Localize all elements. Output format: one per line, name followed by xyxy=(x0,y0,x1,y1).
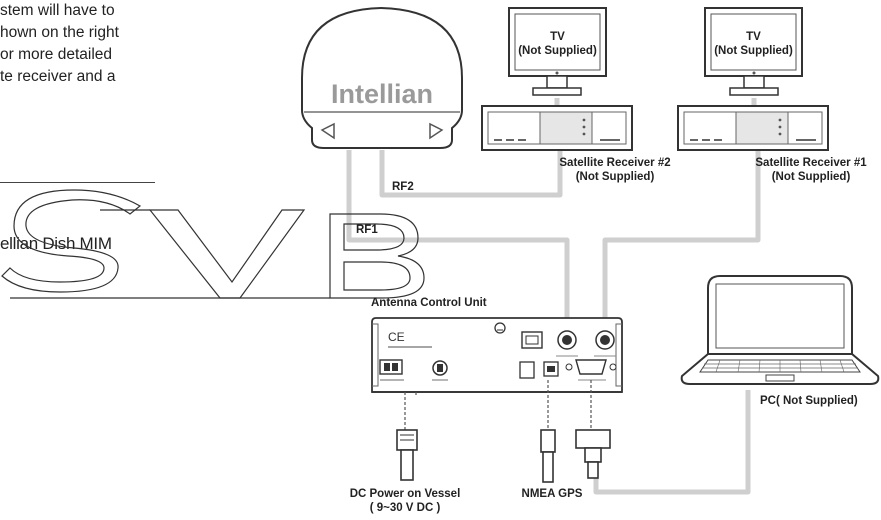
section-divider xyxy=(0,182,155,183)
dc-power-label: DC Power on Vessel ( 9~30 V DC ) xyxy=(330,487,480,515)
pc-label: PC( Not Supplied) xyxy=(760,395,858,407)
intro-line-1: stem will have to xyxy=(0,2,115,19)
nmea-gps-label: NMEA GPS xyxy=(521,488,583,500)
connector-leaders xyxy=(404,380,592,430)
receiver-1-box xyxy=(677,105,829,151)
nmea-plug xyxy=(540,429,556,483)
intro-line-4: te receiver and a xyxy=(0,68,116,85)
tv-2-monitor xyxy=(508,7,607,96)
tv-1-note: (Not Supplied) xyxy=(714,45,793,57)
dc-plug xyxy=(396,429,418,481)
dc-power-range: ( 9~30 V DC ) xyxy=(369,502,441,514)
serial-plug xyxy=(575,429,611,479)
tv-1-label: TV (Not Supplied) xyxy=(705,30,802,58)
antenna-brand-logo: Intellian xyxy=(331,79,433,109)
acu-box: CE xyxy=(371,317,623,393)
rf2-cable xyxy=(379,150,563,198)
receiver-2-label: Satellite Receiver #2 (Not Supplied) xyxy=(548,156,682,184)
intro-line-2: hown on the right xyxy=(0,24,119,41)
intro-line-3: or more detailed xyxy=(0,46,113,63)
receiver-1-label: Satellite Receiver #1 (Not Supplied) xyxy=(744,156,878,184)
laptop-pc xyxy=(680,275,880,385)
receiver-2-note: (Not Supplied) xyxy=(575,171,655,183)
section-heading-fragment: ellian Dish MIM xyxy=(0,234,112,253)
receiver1-cable xyxy=(602,150,761,330)
antenna-dome: Intellian xyxy=(301,6,463,149)
rf2-label: RF2 xyxy=(392,181,414,193)
pc-cable xyxy=(593,390,751,495)
tv-1-monitor xyxy=(704,7,803,96)
svb-watermark-logo xyxy=(1,189,425,299)
cable-group xyxy=(346,98,761,495)
rf1-cable xyxy=(346,150,570,330)
receiver-2-box xyxy=(481,105,633,151)
tv-2-label: TV (Not Supplied) xyxy=(509,30,606,58)
intro-paragraph: stem will have to hown on the right or m… xyxy=(0,0,165,88)
receiver-1-note: (Not Supplied) xyxy=(771,171,851,183)
rf1-label: RF1 xyxy=(356,224,378,236)
acu-label: Antenna Control Unit xyxy=(371,297,487,309)
tv-2-note: (Not Supplied) xyxy=(518,45,597,57)
svg-text:CE: CE xyxy=(388,330,405,344)
